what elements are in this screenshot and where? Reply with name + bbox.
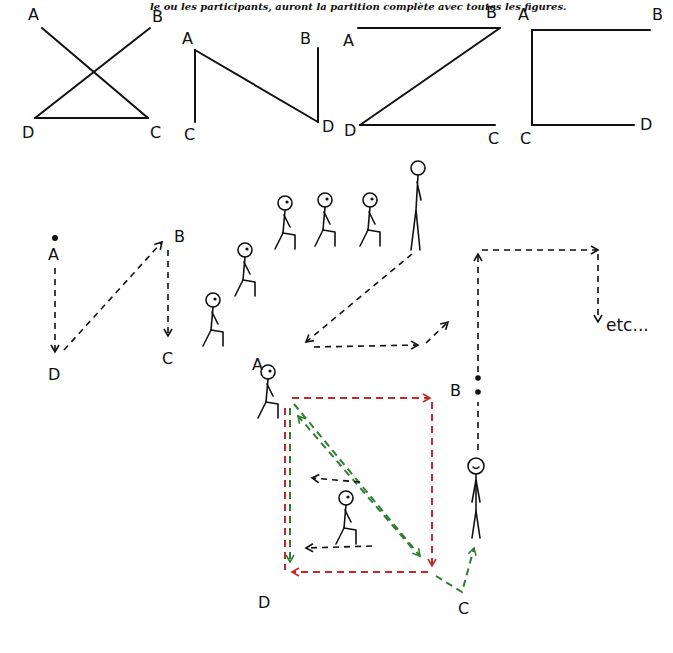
continuation-note: etc... [606,316,649,334]
corner-letter: A [252,356,263,374]
corner-letter: C [150,124,161,142]
corner-letter: D [48,366,60,384]
corner-letter: C [488,130,499,148]
corner-letter: D [344,122,356,140]
corner-letter: D [322,118,334,136]
corner-letter: B [450,382,461,400]
corner-letter: A [343,32,354,50]
corner-letter: B [174,228,185,246]
corner-letter: B [152,8,163,26]
corner-letter: A [518,6,529,24]
instruction-note: le ou les participants, auront la partit… [150,1,567,13]
corner-letter: A [182,30,193,48]
corner-letter: D [22,124,34,142]
corner-letter: B [486,4,497,22]
corner-letter: A [48,246,59,264]
corner-letter: C [184,126,195,144]
corner-letter: B [652,6,663,24]
corner-letter: C [520,130,531,148]
corner-letter: A [28,6,39,24]
corner-letter: B [300,30,311,48]
corner-letter: C [458,600,469,618]
corner-letter: D [640,116,652,134]
corner-letter: D [258,594,270,612]
corner-letter: C [162,350,173,368]
